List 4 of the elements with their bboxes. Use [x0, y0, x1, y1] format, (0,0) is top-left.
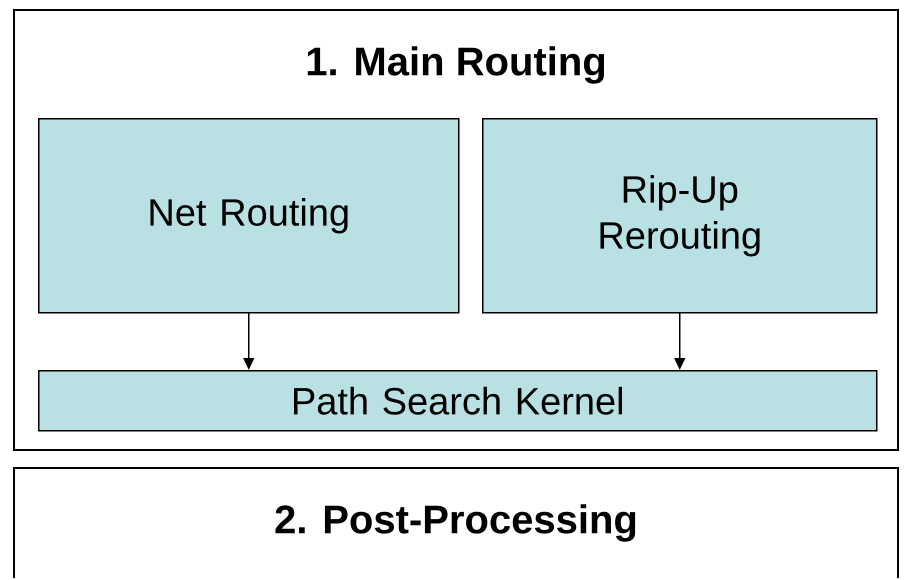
process-box: Path Search Kernel: [38, 370, 878, 432]
process-box: Net Routing: [38, 118, 460, 314]
process-box: Rip-Up Rerouting: [482, 118, 878, 314]
group-box: 2. Post-Processing: [13, 467, 899, 578]
